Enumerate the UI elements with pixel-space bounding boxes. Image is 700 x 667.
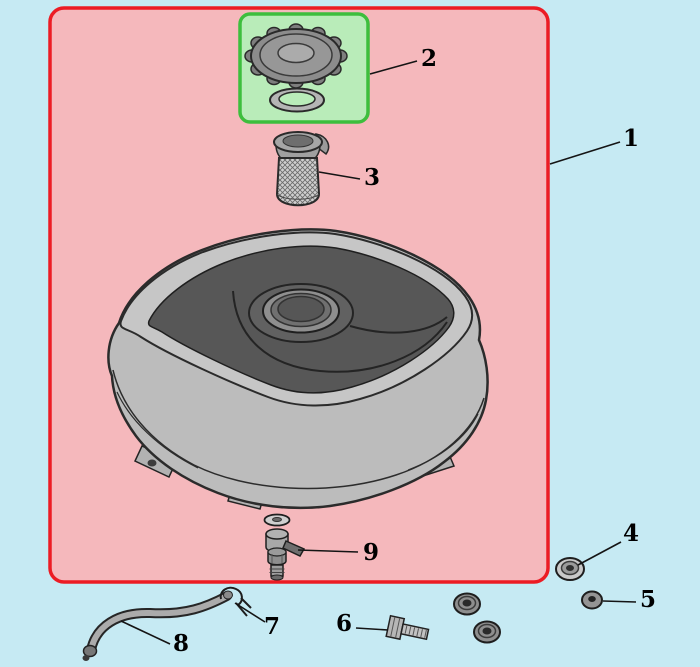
leader-6 <box>355 627 389 631</box>
cap-gasket-icon <box>269 87 325 113</box>
fuel-tank-icon <box>107 228 489 510</box>
callout-5: 5 <box>640 586 656 613</box>
petcock-outlet <box>270 564 284 577</box>
callout-6: 6 <box>336 610 352 637</box>
callout-1: 1 <box>623 125 639 152</box>
collar-washer-icon <box>555 557 585 581</box>
callout-7: 7 <box>264 613 280 640</box>
fuel-cap-knob <box>277 42 315 64</box>
callout-9: 9 <box>363 539 379 566</box>
leader-3 <box>318 171 361 180</box>
flange-bolt-icon <box>385 614 430 641</box>
tank-ridge <box>232 290 448 373</box>
callout-3: 3 <box>364 164 380 191</box>
leader-lines <box>120 60 637 645</box>
leader-7 <box>234 602 266 623</box>
callout-8: 8 <box>173 630 189 657</box>
small-grommet-icon <box>581 590 603 610</box>
callout-4: 4 <box>623 520 639 547</box>
petcock-lever <box>282 540 306 557</box>
fuel-cap-icon <box>244 23 348 89</box>
leader-9 <box>297 549 359 553</box>
petcock-icon <box>263 513 306 581</box>
grommet-icon <box>453 592 481 616</box>
callout-2: 2 <box>421 45 437 72</box>
leader-5 <box>602 600 637 603</box>
strainer-mesh-cup <box>275 157 321 207</box>
leader-4 <box>577 541 622 566</box>
leader-2 <box>369 60 418 75</box>
tank-seam <box>112 369 485 490</box>
fuel-strainer-icon <box>273 131 330 207</box>
fuel-hose-icon <box>82 590 233 661</box>
grommet-icon <box>473 620 501 644</box>
leader-8 <box>120 620 171 645</box>
leader-1 <box>549 141 621 165</box>
